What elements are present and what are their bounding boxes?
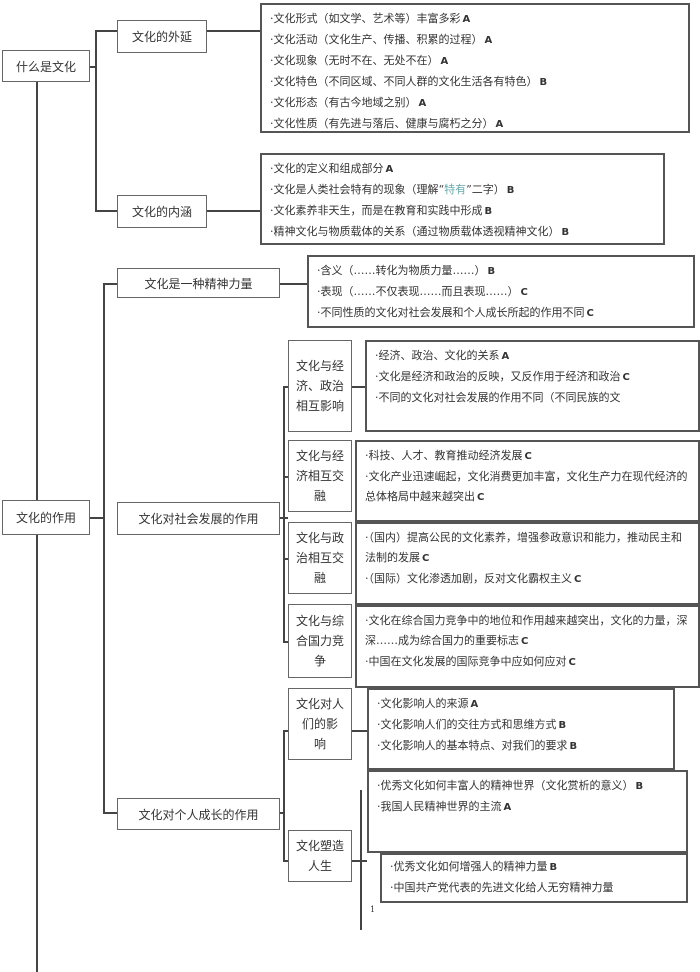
connector: [283, 730, 288, 732]
national-power-list: ·文化在综合国力竞争中的地位和作用越来越突出，文化的力量，深深……成为综合国力的…: [355, 605, 700, 688]
list-item: ·文化特色（不同区域、不同人群的文化生活各有特色）B: [270, 75, 548, 88]
list-item: ·文化性质（有先进与落后、健康与腐朽之分）A: [270, 117, 504, 130]
list-item: ·优秀文化如何丰富人的精神世界（文化赏析的意义）B: [377, 779, 644, 792]
page-number: 1: [370, 905, 376, 914]
connector: [283, 558, 288, 560]
node-connotation: 文化的内涵: [117, 195, 207, 228]
connector: [95, 30, 97, 210]
node-econ-politics-interaction: 文化与经济、政治相互影响: [288, 340, 352, 432]
connector: [95, 30, 117, 32]
connector: [283, 386, 285, 642]
connector: [103, 812, 117, 814]
list-item: ·文化是人类社会特有的现象（理解“特有”二字）B: [270, 183, 515, 196]
connector: [283, 641, 288, 643]
connector: [207, 210, 260, 212]
node-politics-integration: 文化与政治相互交融: [288, 522, 352, 594]
list-item: ·中国共产党代表的先进文化给人无穷精神力量: [390, 881, 614, 894]
root-role-of-culture: 文化的作用: [2, 500, 90, 535]
root-what-is-culture: 什么是文化: [2, 50, 90, 82]
connector: [90, 517, 104, 519]
node-social-development: 文化对社会发展的作用: [117, 502, 280, 535]
list-item: ·文化现象（无时不在、无处不在）A: [270, 54, 449, 67]
connector: [352, 730, 367, 732]
node-national-power: 文化与综合国力竞争: [288, 604, 352, 678]
node-personal-growth: 文化对个人成长的作用: [117, 798, 280, 830]
connector: [352, 386, 365, 388]
list-item: ·文化形态（有古今地域之别）A: [270, 96, 427, 109]
connector: [283, 386, 288, 388]
connector: [283, 730, 285, 860]
node-shape-life: 文化塑造人生: [288, 830, 352, 882]
spiritual-force-list: ·含义（……转化为物质力量……）B ·表现（……不仅表现……而且表现……）C ·…: [307, 255, 695, 328]
node-extension: 文化的外延: [117, 20, 207, 53]
connector: [352, 860, 367, 862]
list-item: ·文化产业迅速崛起，文化消费更加丰富，文化生产力在现代经济的总体格局中越来越突出…: [365, 470, 688, 503]
list-item: ·不同的文化对社会发展的作用不同（不同民族的文: [375, 391, 621, 404]
connector: [90, 66, 96, 68]
list-item: ·精神文化与物质载体的关系（通过物质载体透视精神文化）B: [270, 225, 570, 238]
connector: [103, 283, 105, 813]
node-influence-on-people: 文化对人们的影 响: [288, 688, 352, 760]
node-econ-integration: 文化与经济相互交融: [288, 440, 352, 512]
connector: [103, 283, 117, 285]
list-item: ·文化在综合国力竞争中的地位和作用越来越突出，文化的力量，深深……成为综合国力的…: [365, 614, 688, 647]
list-item: ·文化活动（文化生产、传播、积累的过程）A: [270, 33, 493, 46]
connector: [360, 790, 362, 930]
connector: [207, 30, 260, 32]
connector: [95, 210, 117, 212]
node-spiritual-force: 文化是一种精神力量: [117, 268, 280, 298]
connector: [283, 476, 288, 478]
list-item: ·含义（……转化为物质力量……）B: [317, 264, 496, 277]
connector: [280, 812, 284, 814]
connector: [280, 283, 307, 285]
connector: [283, 860, 288, 862]
list-item: ·表现（……不仅表现……而且表现……）C: [317, 285, 528, 298]
